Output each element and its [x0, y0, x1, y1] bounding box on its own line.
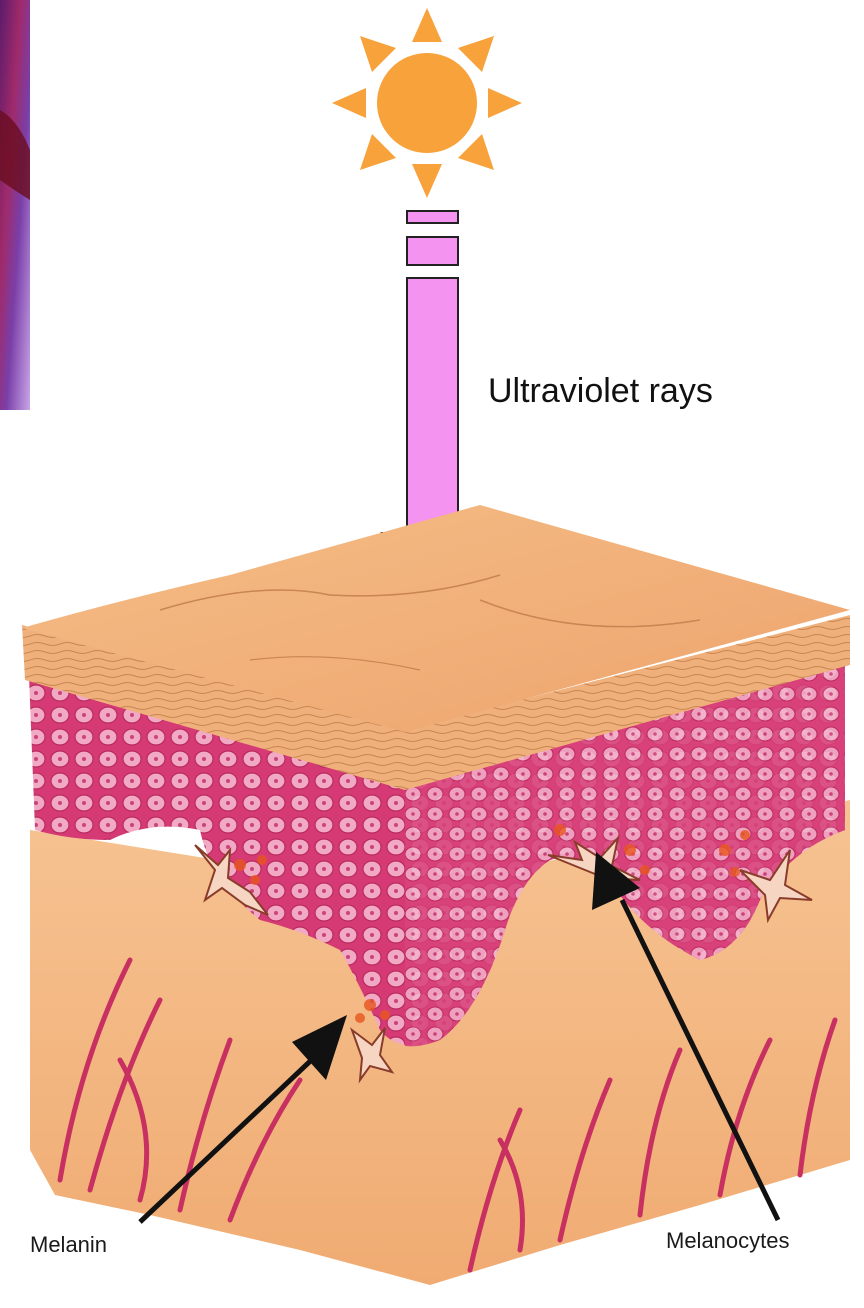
- background-photo: [0, 0, 30, 410]
- sun-icon: [332, 8, 522, 198]
- skin-block: [22, 505, 850, 1285]
- uv-rays-label: Ultraviolet rays: [488, 372, 713, 411]
- melanin-label: Melanin: [30, 1232, 107, 1258]
- melanocytes-label: Melanocytes: [666, 1228, 790, 1254]
